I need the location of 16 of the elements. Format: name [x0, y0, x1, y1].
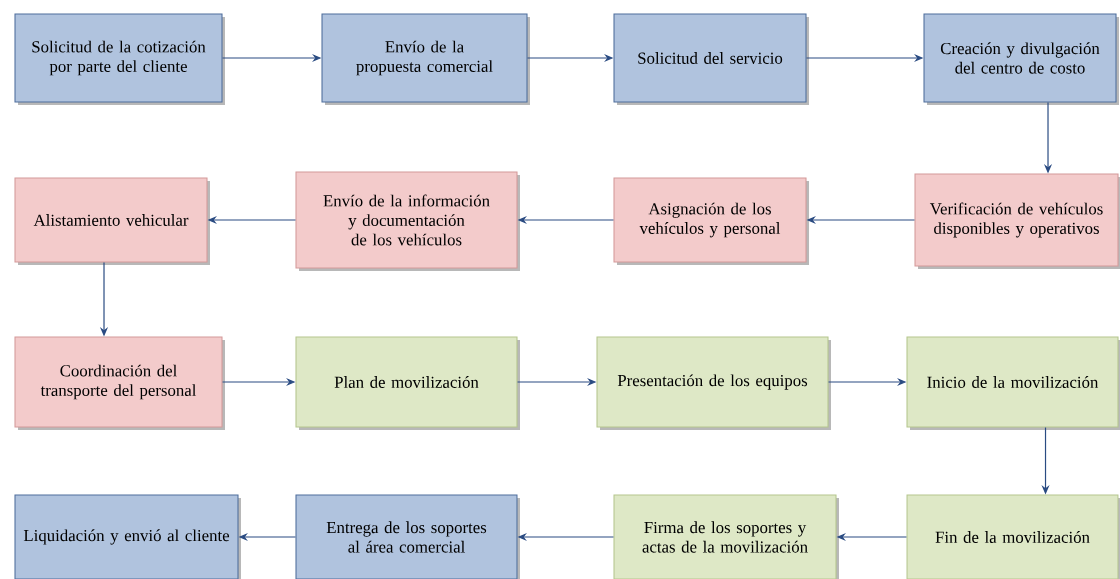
process-box: Verificación de vehículos disponibles y operativos: [914, 173, 1120, 269]
process-box: Creación y divulgación del centro de costo: [923, 13, 1119, 105]
process-box: Alistamiento vehicular: [14, 177, 210, 265]
process-box: Asignación de los vehículos y personal: [613, 177, 809, 265]
process-box: Inicio de la movilización: [906, 336, 1120, 430]
process-box: Solicitud de la cotización por parte del cliente: [14, 13, 225, 105]
process-box: Envío de la propuesta comercial: [321, 13, 530, 105]
process-box: Presentación de los equipos: [596, 336, 831, 430]
process-box: Firma de los soportes y actas de la movilización: [613, 494, 839, 579]
process-box: Fin de la movilización: [906, 494, 1120, 579]
process-box: Envío de la información y documentación de los vehículos: [295, 171, 520, 271]
process-box: Coordinación del transporte del personal: [14, 336, 225, 430]
process-box: Solicitud del servicio: [613, 13, 809, 105]
process-box: Plan de movilización: [295, 336, 520, 430]
process-box: Liquidación y envió al cliente: [14, 494, 241, 579]
process-box: Entrega de los soportes al área comercial: [295, 494, 520, 579]
